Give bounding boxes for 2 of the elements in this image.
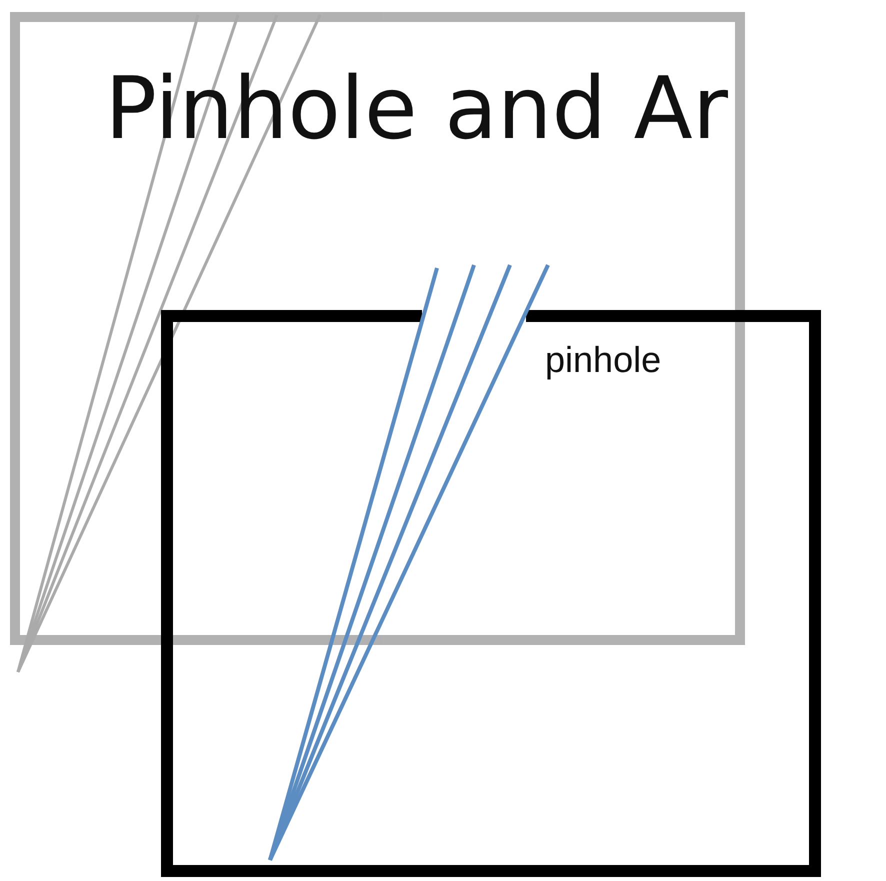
title: Pinhole and Ar — [105, 62, 728, 157]
pinhole-label: pinhole — [545, 340, 662, 380]
